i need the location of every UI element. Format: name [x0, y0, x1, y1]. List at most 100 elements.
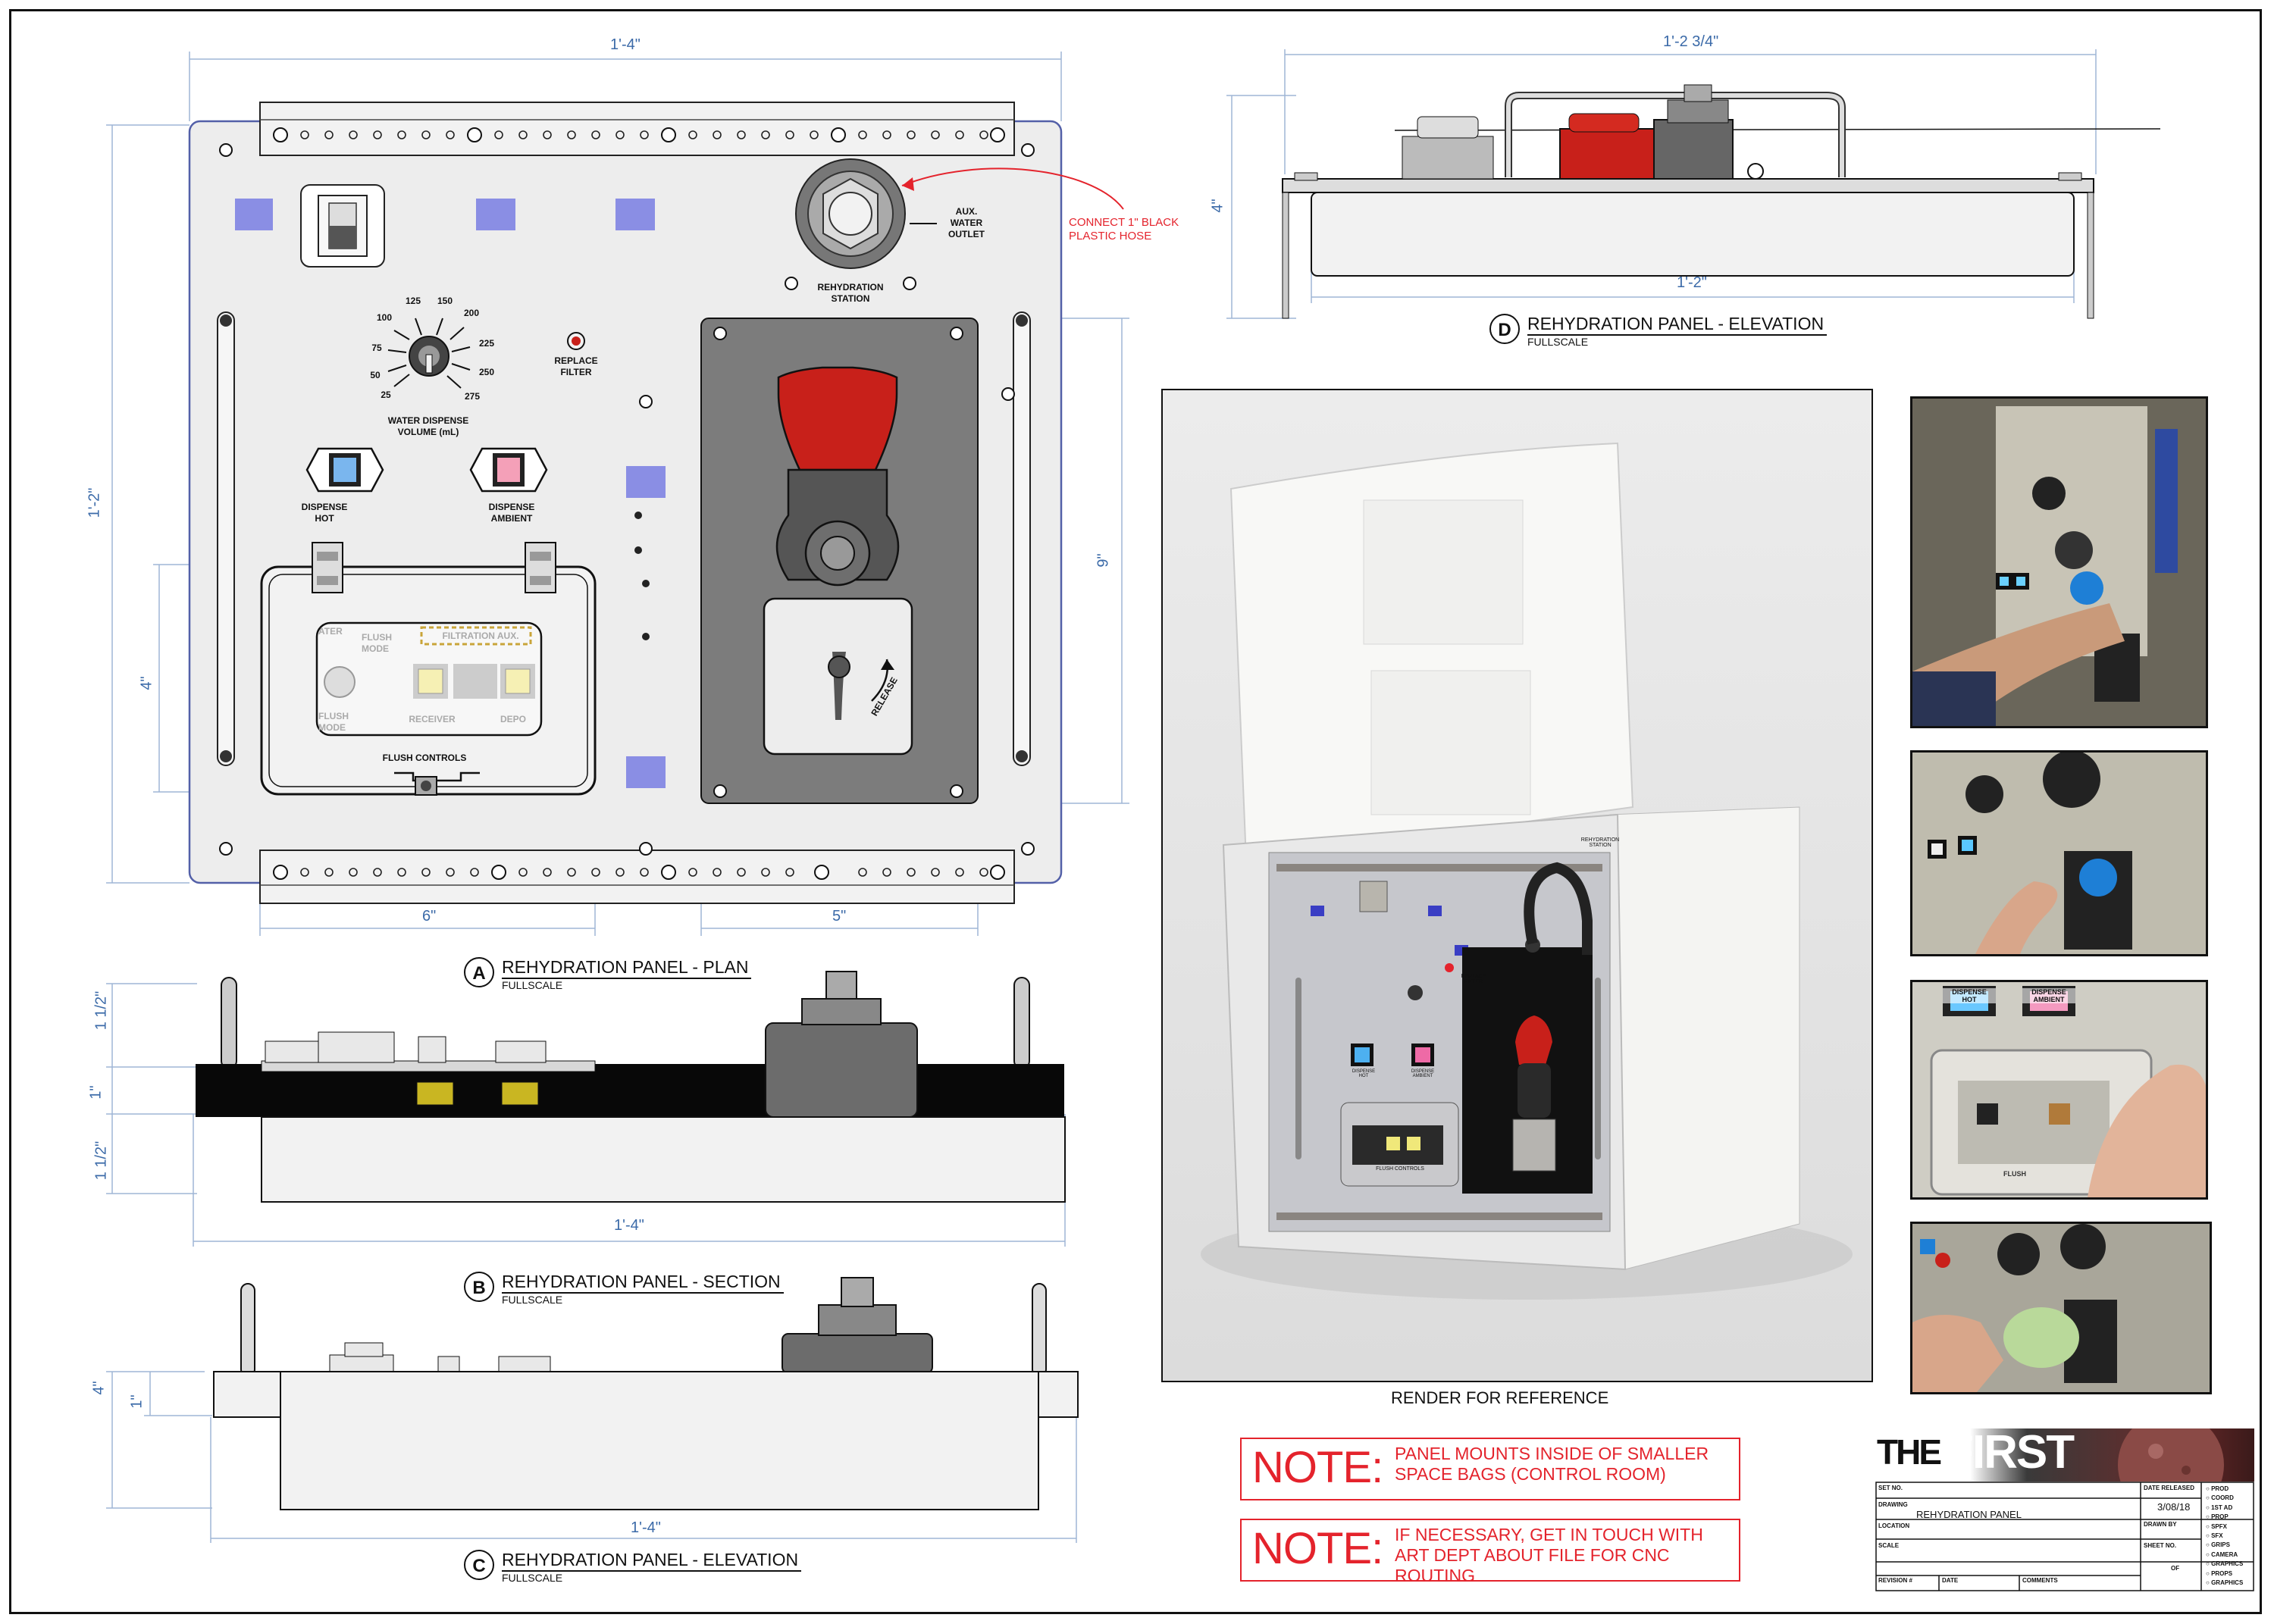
view-b-name: REHYDRATION PANEL - SECTION [502, 1272, 784, 1294]
distribution-item: ○ PROD [2206, 1485, 2229, 1492]
dispense-ambient-label: DISPENSE AMBIENT [488, 502, 535, 524]
distribution-list: ○ PROD ○ COORD ○ 1ST AD ○ PROP ○ SPFX ○ … [2206, 1485, 2253, 1591]
view-b-title: B REHYDRATION PANEL - SECTION FULLSCALE [464, 1272, 797, 1310]
logo-first: FIRST [1945, 1426, 2075, 1478]
view-a-title: A REHYDRATION PANEL - PLAN FULLSCALE [464, 957, 782, 995]
view-a-scale: FULLSCALE [502, 979, 563, 991]
dial-title: WATER DISPENSE VOLUME (mL) [387, 415, 469, 437]
note-2-heading: NOTE: [1252, 1524, 1383, 1573]
note-1-text: PANEL MOUNTS INSIDE OF SMALLER SPACE BAG… [1395, 1444, 1709, 1484]
dim-section-top: 1 1/2" [92, 990, 110, 1031]
render-hot-label: DISPENSE HOT [1352, 1069, 1376, 1078]
view-b-scale: FULLSCALE [502, 1294, 563, 1306]
view-b-letter: B [464, 1272, 494, 1302]
view-a-letter: A [464, 957, 494, 987]
flush-inner-receiver: RECEIVER [409, 714, 456, 724]
render-station-label: REHYDRATION STATION [1580, 837, 1620, 848]
connect-hose-note: CONNECT 1" BLACK PLASTIC HOSE [1069, 216, 1179, 243]
title-block: THE FIRST SET NO. DATE RELEASED 3/08/18 … [1875, 1412, 2254, 1591]
dial-value: 275 [464, 391, 481, 402]
dial-value: 50 [370, 370, 381, 380]
reference-photo-1 [1910, 396, 2208, 728]
dial-value: 25 [381, 390, 391, 400]
dispense-hot-label: DISPENSE HOT [301, 502, 348, 524]
note-cnc-routing: NOTE: IF NECESSARY, GET IN TOUCH WITH AR… [1240, 1519, 1740, 1585]
distribution-item: ○ GRAPHICS [2206, 1560, 2244, 1568]
dim-flush-height: 4" [138, 676, 155, 690]
view-d-scale: FULLSCALE [1527, 336, 1589, 348]
dial-value: 200 [463, 308, 480, 318]
rehydration-station-label: REHYDRATION STATION [817, 282, 884, 304]
dim-left-bottom: 6" [422, 908, 437, 925]
flush-inner-mode: FLUSH MODE [362, 632, 392, 654]
date-released-label: DATE RELEASED [2144, 1485, 2194, 1491]
photo-3-illustration [1912, 982, 2206, 1197]
render-ambient-label: DISPENSE AMBIENT [1411, 1069, 1435, 1078]
title-block-banner: THE FIRST [1875, 1412, 2254, 1518]
note-1-heading: NOTE: [1252, 1443, 1383, 1492]
dim-plan-width: 1'-4" [610, 36, 641, 53]
distribution-item: ○ PROP [2206, 1513, 2229, 1521]
reference-render: REHYDRATION STATION REPLACE FILTER DISPE… [1161, 389, 1873, 1382]
note-panel-mounts: NOTE: PANEL MOUNTS INSIDE OF SMALLER SPA… [1240, 1438, 1740, 1500]
dim-elev-c-height: 4" [90, 1381, 108, 1395]
dial-value: 100 [376, 312, 393, 323]
dim-section-mid: 1" [87, 1085, 105, 1100]
drawing-frame [9, 9, 2262, 1614]
view-d-name: REHYDRATION PANEL - ELEVATION [1527, 314, 1828, 336]
dim-right-bottom: 5" [832, 908, 847, 925]
dial-value: 225 [478, 338, 495, 349]
date-label: DATE [1942, 1577, 1959, 1584]
flush-inner-filtration: FILTRATION AUX. [442, 631, 519, 641]
distribution-item: ○ COORD [2206, 1494, 2234, 1502]
flush-controls-label: FLUSH CONTROLS [382, 753, 467, 763]
of-label: OF [2171, 1565, 2180, 1572]
reference-photo-2 [1910, 750, 2208, 956]
elevation-d-drawing [1226, 49, 2161, 319]
dim-elev-d-height: 4" [1209, 199, 1226, 213]
distribution-item: ○ CAMERA [2206, 1550, 2238, 1558]
dial-value: 75 [371, 343, 382, 353]
replace-filter-label: REPLACE FILTER [554, 355, 598, 377]
render-filter-label: REPLACE FILTER [1461, 974, 1486, 984]
logo-the: THE [1877, 1432, 1942, 1472]
view-c-scale: FULLSCALE [502, 1572, 563, 1584]
drawn-by-label: DRAWN BY [2144, 1521, 2177, 1528]
view-c-title: C REHYDRATION PANEL - ELEVATION FULLSCAL… [464, 1550, 813, 1588]
location-label: LOCATION [1878, 1522, 1910, 1529]
distribution-item: ○ GRAPHICS [2206, 1579, 2244, 1587]
sheet-no-label: SHEET NO. [2144, 1542, 2177, 1549]
elevation-c-drawing [106, 1277, 1079, 1543]
distribution-item: ○ PROPS [2206, 1569, 2233, 1577]
view-a-name: REHYDRATION PANEL - PLAN [502, 957, 752, 979]
photo-1-illustration [1912, 399, 2206, 726]
flush-inner-mode-2: FLUSH MODE [318, 711, 349, 733]
distribution-item: ○ GRIPS [2206, 1541, 2230, 1549]
view-d-letter: D [1489, 314, 1520, 344]
dim-elev-d-inner: 1'-2" [1677, 274, 1707, 291]
drawing-value: REHYDRATION PANEL [1916, 1509, 2022, 1520]
render-caption: RENDER FOR REFERENCE [1391, 1388, 1609, 1407]
comments-label: COMMENTS [2022, 1577, 2058, 1584]
photo-2-illustration [1912, 753, 2206, 954]
distribution-item: ○ 1ST AD [2206, 1504, 2233, 1511]
view-c-name: REHYDRATION PANEL - ELEVATION [502, 1550, 802, 1572]
photo-flush-label: FLUSH [2003, 1170, 2026, 1178]
flush-inner-ater: ATER [318, 626, 343, 637]
dial-value: 250 [478, 367, 495, 377]
plan-bolts [219, 127, 1035, 880]
distribution-item: ○ SFX [2206, 1532, 2223, 1540]
dim-elev-c-inner: 1" [128, 1394, 146, 1409]
reference-photo-4 [1910, 1222, 2212, 1394]
flush-inner-depo: DEPO [500, 714, 527, 724]
dim-section-width: 1'-4" [614, 1217, 644, 1234]
dim-bay-height: 9" [1095, 553, 1112, 568]
aux-outlet-label: AUX. WATER OUTLET [948, 206, 985, 239]
photo-ambient-label: DISPENSE AMBIENT [2022, 988, 2075, 1003]
dim-elev-d-top: 1'-2 3/4" [1663, 33, 1719, 50]
section-view-drawing [106, 971, 1066, 1247]
dial-value: 150 [437, 296, 453, 306]
dim-elev-c-width: 1'-4" [631, 1519, 661, 1536]
render-flush-label: FLUSH CONTROLS [1376, 1166, 1424, 1172]
plan-view-drawing [106, 52, 1129, 936]
